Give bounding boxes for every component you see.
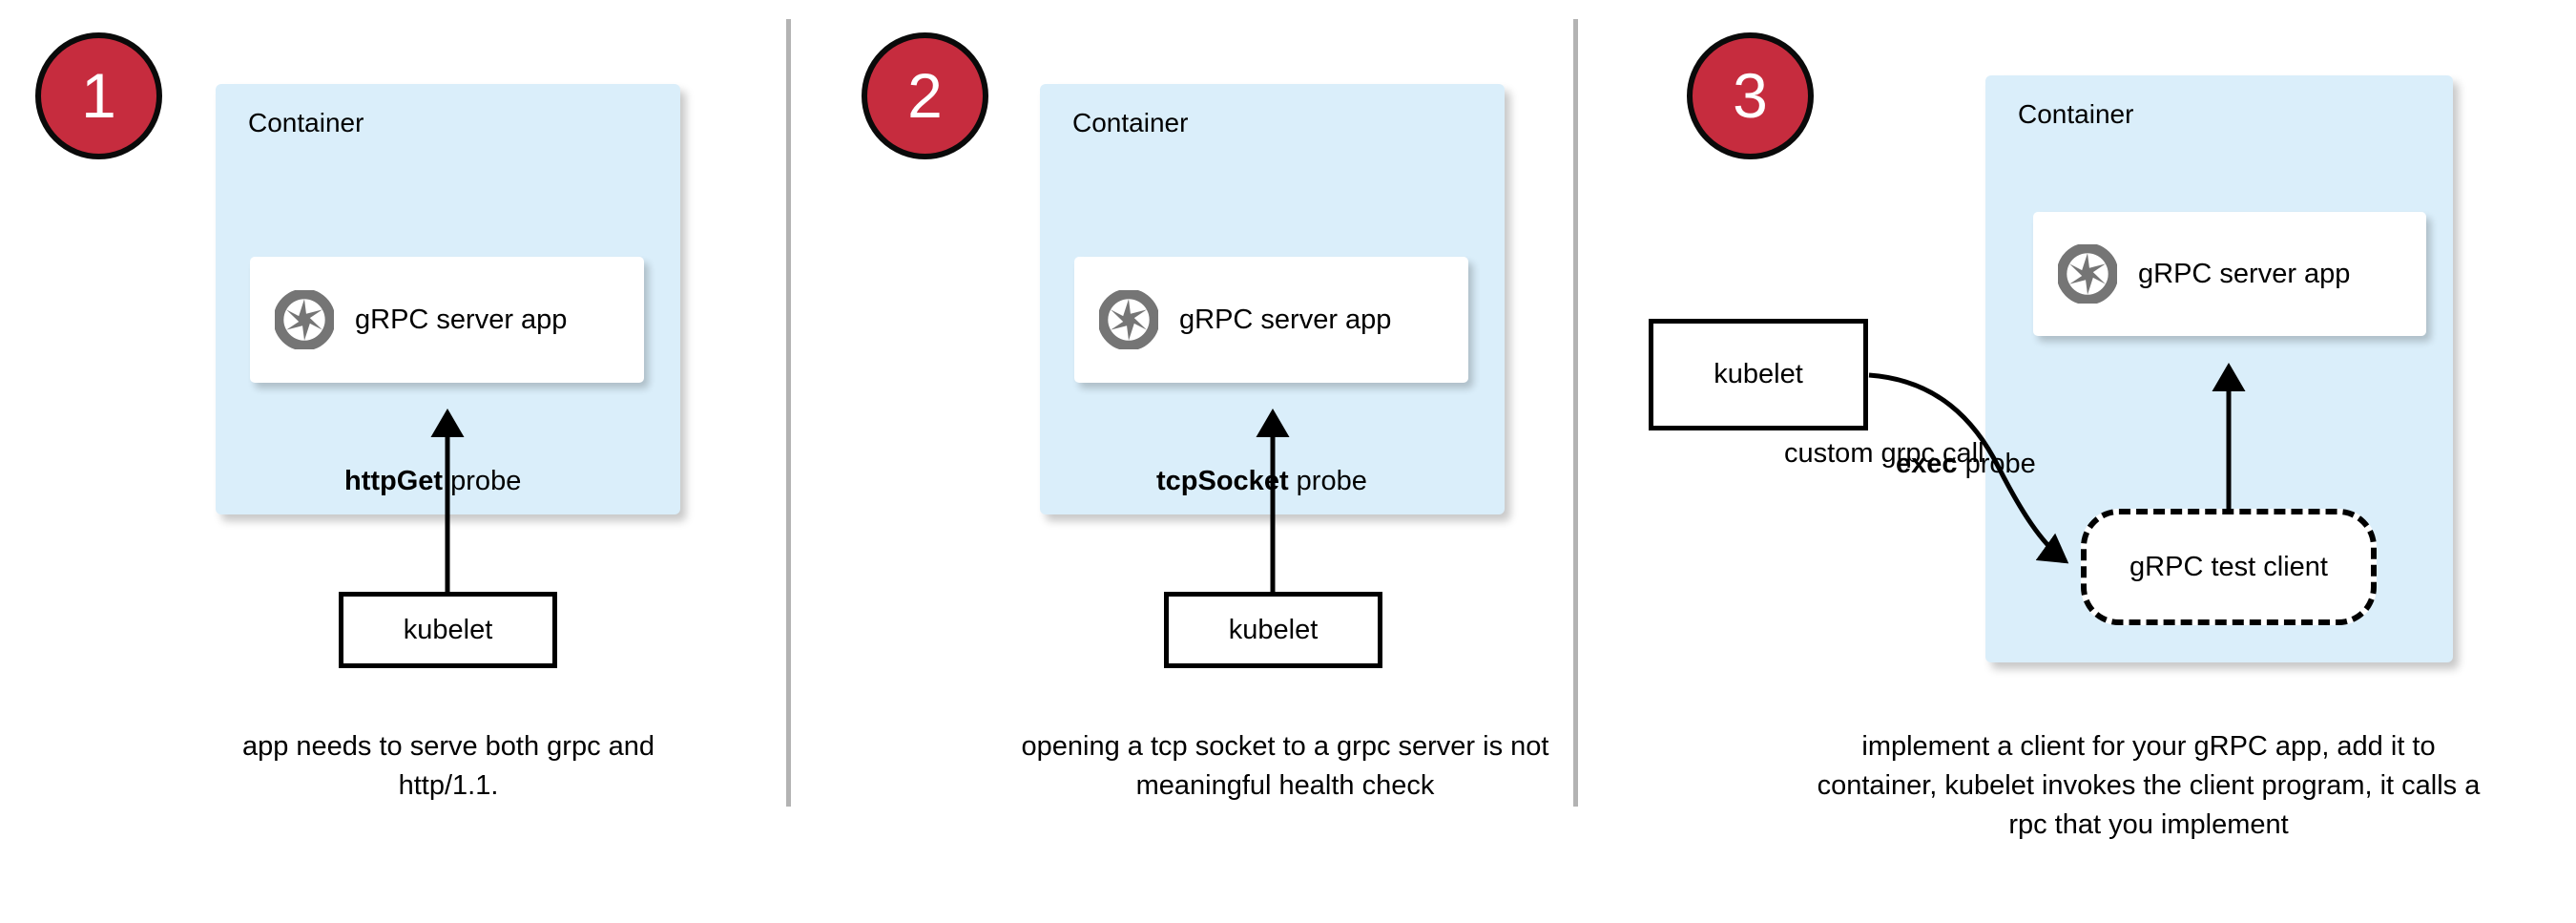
panel-caption-3: implement a client for your gRPC app, ad…: [1817, 731, 2481, 840]
aperture-icon: [275, 290, 334, 349]
probe-label-1-bold: httpGet: [344, 466, 444, 496]
panel-divider-1: [786, 19, 791, 807]
panel-caption-1: app needs to serve both grpc and http/1.…: [241, 731, 655, 801]
probe-label-1-rest: probe: [443, 466, 522, 496]
aperture-icon: [1099, 290, 1158, 349]
grpc-server-app-card-3: gRPC server app: [2033, 212, 2426, 336]
step-badge-3: 3: [1687, 32, 1814, 159]
probe-label-2: tcpSocket probe: [1156, 466, 1367, 497]
app-card-label-3: gRPC server app: [2138, 258, 2351, 289]
container-label-2: Container: [1072, 108, 1189, 137]
grpc-server-app-card-1: gRPC server app: [250, 257, 644, 383]
container-label-3: Container: [2018, 99, 2134, 129]
grpc-test-client-box: gRPC test client: [2081, 509, 2377, 625]
container-label-1: Container: [248, 108, 364, 137]
probe-label-3-rest: probe: [1957, 449, 2036, 479]
aperture-icon: [2058, 244, 2117, 304]
kubelet-box-3: kubelet: [1649, 319, 1868, 430]
probe-label-1: httpGet probe: [344, 466, 521, 497]
app-card-label-1: gRPC server app: [355, 304, 568, 335]
step-badge-2: 2: [862, 32, 988, 159]
app-card-label-2: gRPC server app: [1179, 304, 1392, 335]
panel-divider-2: [1573, 19, 1578, 807]
step-badge-1: 1: [35, 32, 162, 159]
kubelet-box-2: kubelet: [1164, 592, 1382, 668]
grpc-server-app-card-2: gRPC server app: [1074, 257, 1468, 383]
probe-label-3-bold: exec: [1896, 449, 1958, 479]
probe-label-3: exec probe: [1896, 449, 2036, 480]
probe-label-2-rest: probe: [1288, 466, 1367, 496]
panel-caption-2: opening a tcp socket to a grpc server is…: [1021, 731, 1549, 801]
kubelet-box-1: kubelet: [339, 592, 557, 668]
probe-label-2-bold: tcpSocket: [1156, 466, 1289, 496]
